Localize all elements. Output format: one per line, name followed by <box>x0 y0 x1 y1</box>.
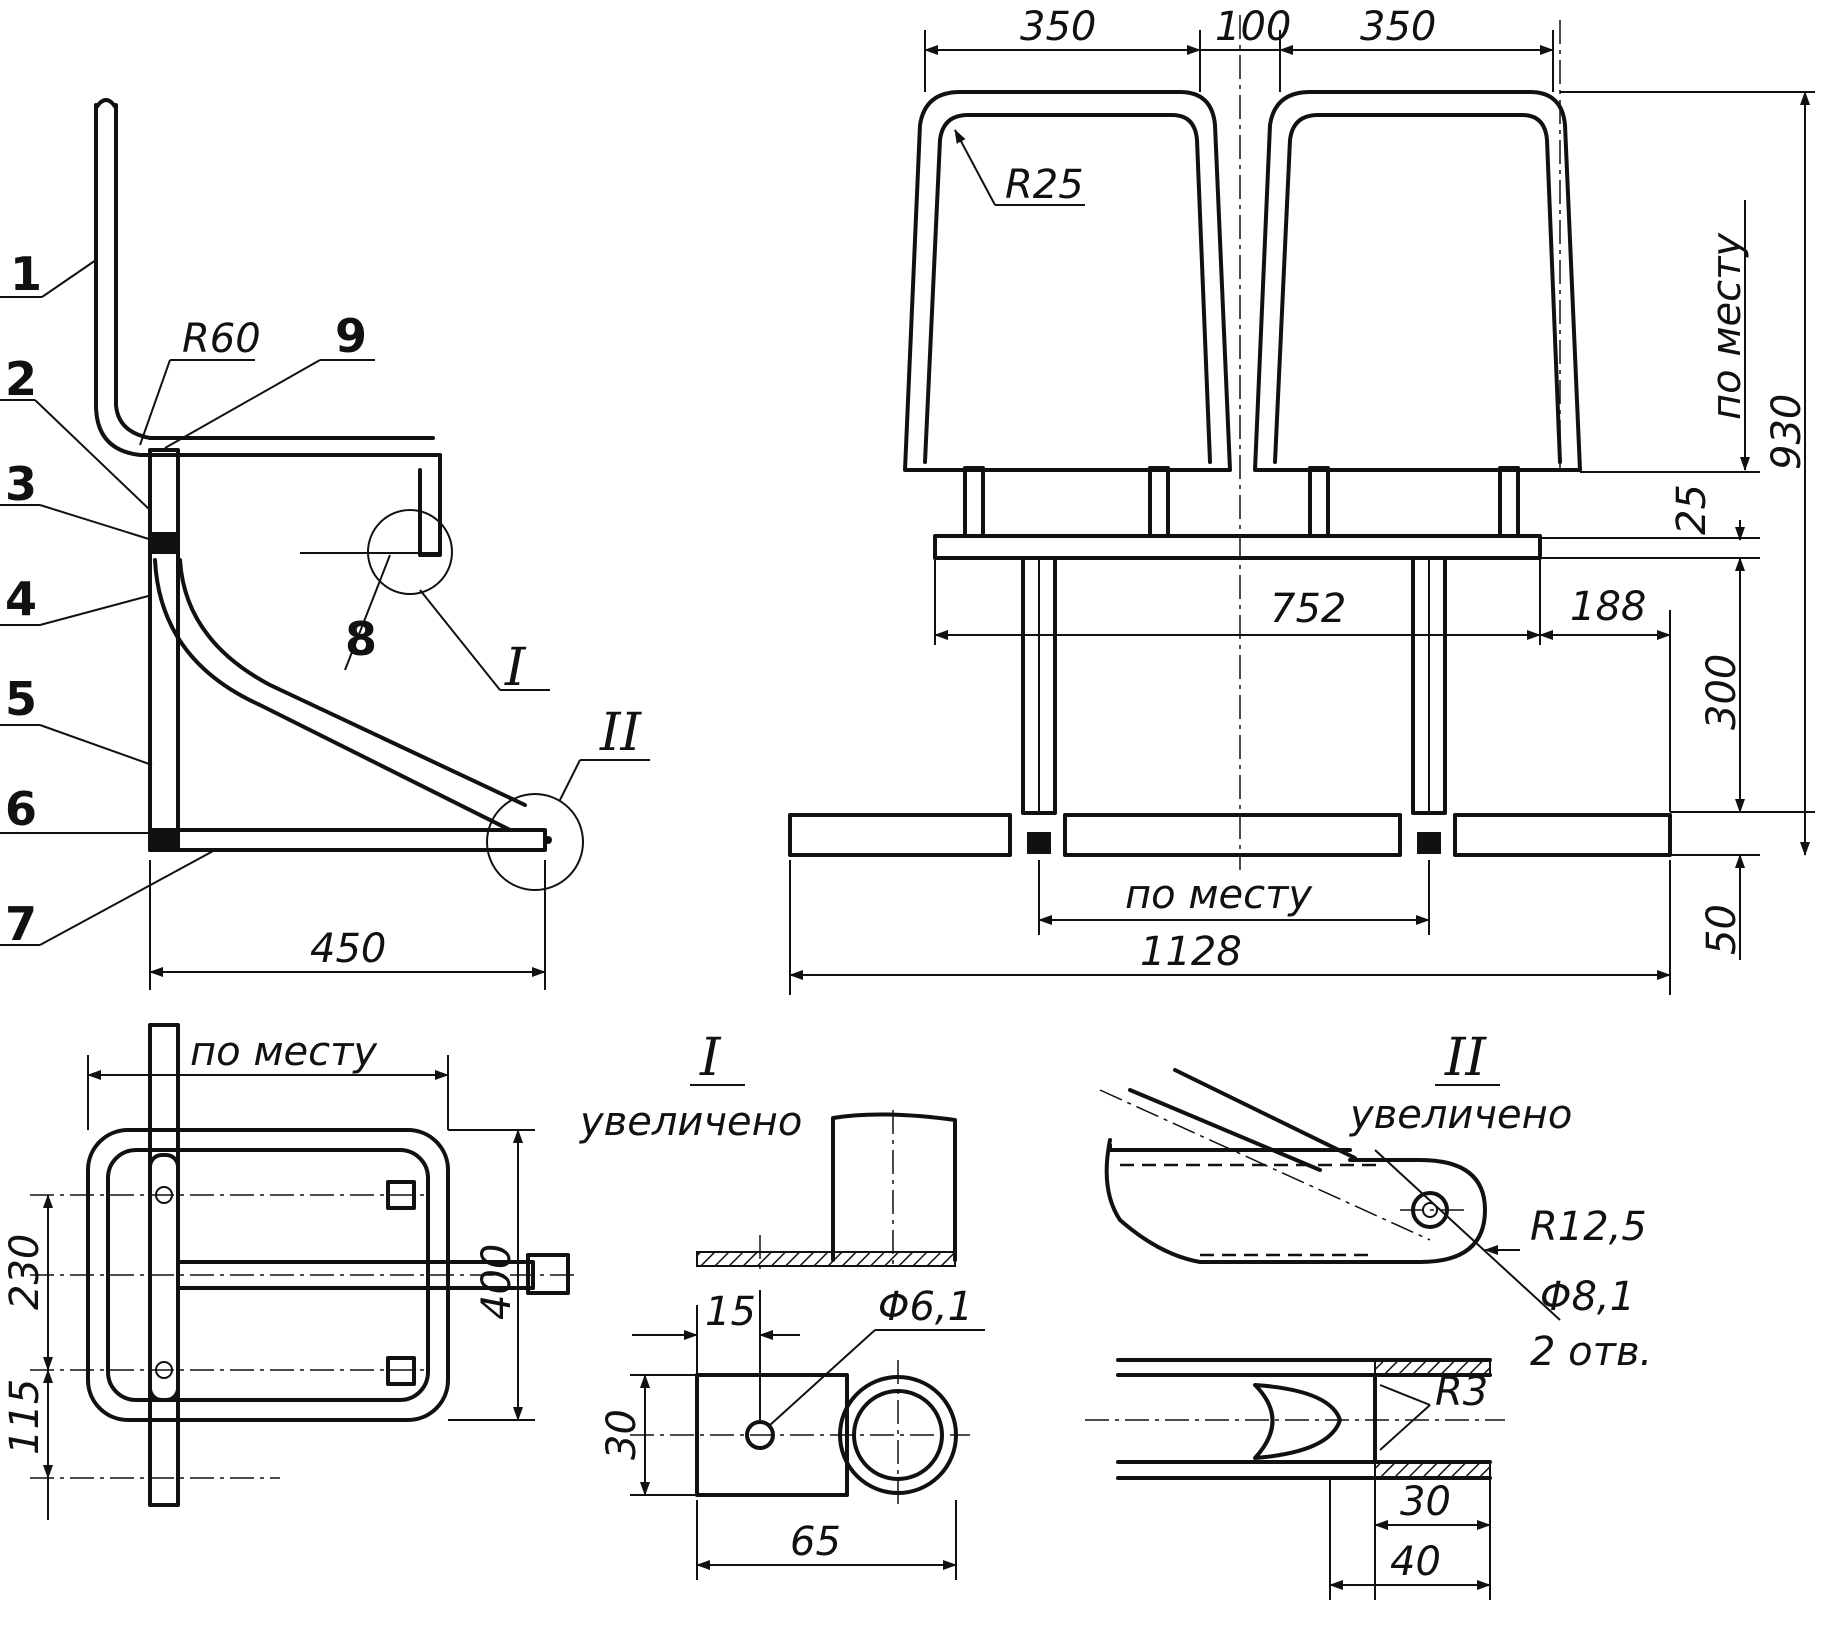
base-runner-right <box>1453 813 1672 857</box>
detail-I-hole-label: Φ6,1 <box>878 1284 973 1330</box>
detail-I: I увеличено 15 Φ6,1 30 65 <box>579 1028 985 1580</box>
plan-bracket-bottom <box>386 1356 416 1386</box>
top-dim-right: 350 <box>1360 4 1436 50</box>
detail-I-title: I <box>699 1028 722 1088</box>
detail-II-hole-count: 2 отв. <box>1530 1329 1652 1375</box>
detail-ref-II: II <box>599 703 643 763</box>
leg-spacing-note: по месту <box>1125 872 1313 918</box>
detail-II-circle <box>486 793 584 891</box>
part-label-4: 4 <box>5 572 37 626</box>
backrest-tube <box>94 103 442 532</box>
left-backrest-outer <box>903 90 1232 472</box>
pivot-hole <box>544 836 552 844</box>
detail-II: II увеличено R12,5 Φ8,1 2 отв. R3 <box>1085 1028 1652 1600</box>
detail-II-plate-bottom <box>1374 1461 1491 1479</box>
part-label-6: 6 <box>5 782 37 836</box>
joint-block <box>152 532 176 554</box>
right-backrest-inner <box>1273 113 1562 464</box>
detail-II-strut-top <box>1173 1068 1357 1160</box>
leg-height-dim: 300 <box>1699 654 1745 730</box>
front-view: 350 100 350 R25 по месту 930 25 300 50 7… <box>788 4 1815 995</box>
part-label-8: 8 <box>345 612 377 666</box>
seat-width-dim: 752 <box>1270 586 1346 632</box>
plan-cross-tube <box>148 1023 180 1507</box>
part-label-2: 2 <box>5 352 37 406</box>
part-label-9: 9 <box>335 309 367 363</box>
detail-I-dim-30: 30 <box>599 1409 645 1460</box>
corner-radius-label: R25 <box>1005 162 1084 208</box>
leg-foot-left <box>1027 832 1051 854</box>
post-4 <box>1498 466 1520 538</box>
detail-II-strut-bottom <box>1128 1088 1322 1172</box>
detail-II-plate-top <box>1374 1359 1491 1376</box>
detail-II-dim-40: 40 <box>1390 1539 1441 1585</box>
detail-II-inner-radius: R3 <box>1435 1369 1488 1415</box>
plan-center-end <box>526 1253 570 1295</box>
detail-II-dim-30: 30 <box>1400 1479 1451 1525</box>
detail-I-subtitle: увеличено <box>579 1099 802 1145</box>
plan-frame-inner <box>106 1148 430 1402</box>
plan-cross-tube-mid <box>148 1153 180 1402</box>
detail-II-tongue <box>1253 1383 1342 1460</box>
overhang-dim: 188 <box>1570 584 1646 630</box>
detail-I-tube-outer <box>838 1375 958 1495</box>
seat-bar <box>933 534 1542 560</box>
plan-view: по месту 400 230 115 <box>2 1023 575 1520</box>
plan-dim-115: 115 <box>2 1379 48 1455</box>
leg-right <box>1411 556 1447 815</box>
base-runner <box>788 813 1012 857</box>
backrest-tube-inner <box>114 103 435 440</box>
detail-I-plate <box>696 1251 956 1267</box>
plan-depth-dim: 400 <box>474 1244 520 1320</box>
base-runner-middle <box>1063 813 1402 857</box>
overall-width-dim: 1128 <box>1140 929 1242 975</box>
plan-dim-230: 230 <box>2 1234 48 1310</box>
plan-top-note: по месту <box>190 1029 378 1075</box>
part-label-7: 7 <box>5 897 37 951</box>
curved-leg <box>153 558 512 832</box>
leg-foot-right <box>1417 832 1441 854</box>
side-width-dim: 450 <box>310 926 386 972</box>
detail-I-dim-65: 65 <box>790 1519 841 1565</box>
detail-I-dim-15: 15 <box>705 1289 756 1335</box>
bend-radius-label: R60 <box>182 316 261 362</box>
curved-leg-inner <box>178 558 527 807</box>
detail-II-hole-label: Φ8,1 <box>1540 1274 1635 1320</box>
detail-II-runner-end <box>1104 1138 1487 1264</box>
top-dim-left: 350 <box>1020 4 1096 50</box>
base-height-dim: 50 <box>1699 904 1745 955</box>
right-backrest-outer <box>1253 90 1582 472</box>
backrest-tube-top <box>94 98 118 110</box>
detail-II-subtitle: увеличено <box>1349 1092 1572 1138</box>
top-dim-middle: 100 <box>1215 4 1291 50</box>
right-note: по месту <box>1704 232 1750 420</box>
runner-end-block <box>152 828 176 848</box>
detail-I-tube <box>831 1112 957 1262</box>
left-backrest-inner <box>923 113 1212 464</box>
post-2 <box>1148 466 1170 538</box>
detail-II-radius: R12,5 <box>1530 1204 1647 1250</box>
part-label-3: 3 <box>5 457 37 511</box>
bottom-runner <box>148 828 547 852</box>
post-1 <box>963 466 985 538</box>
detail-II-title: II <box>1444 1028 1488 1088</box>
detail-ref-I: I <box>504 638 527 698</box>
gap-dim: 25 <box>1669 484 1715 535</box>
height-total-dim: 930 <box>1764 394 1810 470</box>
front-leg-post <box>148 448 180 852</box>
side-view: 1 2 3 4 5 6 7 8 9 R60 I II 450 <box>0 98 650 990</box>
part-label-1: 1 <box>10 247 42 301</box>
post-3 <box>1308 466 1330 538</box>
leg-left <box>1021 556 1057 815</box>
part-label-5: 5 <box>5 672 37 726</box>
seat-support-right <box>418 468 442 557</box>
